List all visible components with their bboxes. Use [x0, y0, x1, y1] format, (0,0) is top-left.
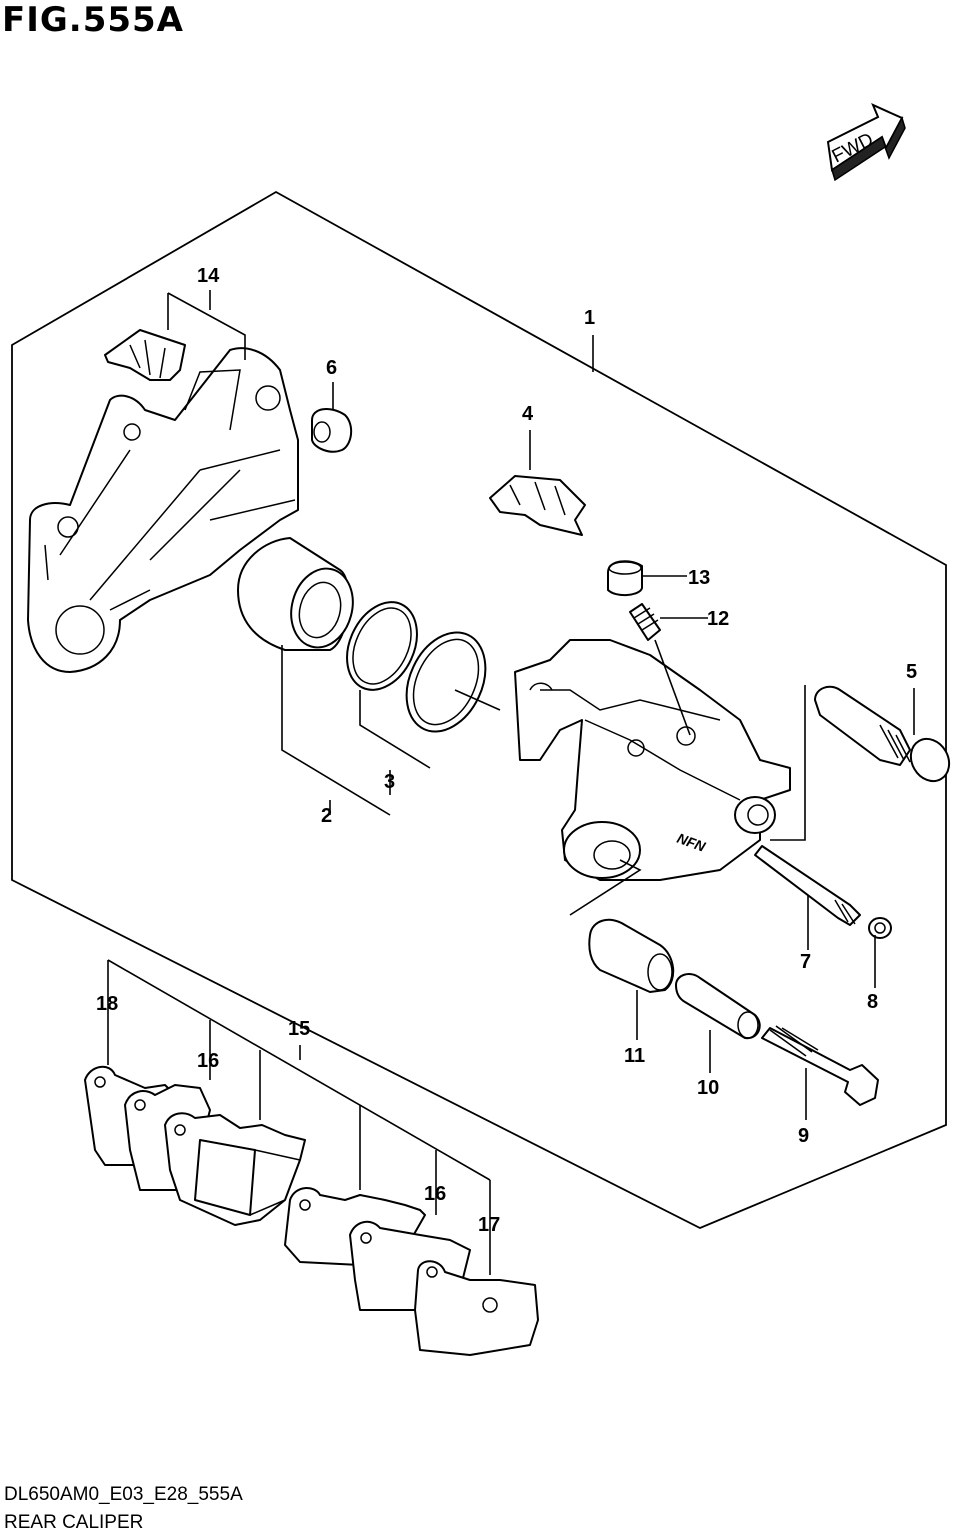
callout-3: 3	[384, 771, 395, 793]
callout-1: 1	[584, 307, 595, 329]
fwd-arrow-icon: FWD	[826, 103, 906, 182]
brake-pad-shim-17	[414, 1260, 539, 1356]
caliper-body-1: NFN	[514, 639, 791, 881]
boot-11	[588, 918, 675, 993]
callout-16b: 16	[424, 1183, 446, 1205]
bolt-9	[761, 1025, 879, 1106]
sleeve-10	[675, 973, 761, 1040]
callout-2: 2	[321, 805, 332, 827]
callout-17: 17	[478, 1214, 500, 1236]
piston-2	[237, 537, 354, 651]
brake-pad-15a	[164, 1112, 306, 1226]
callout-14: 14	[197, 265, 220, 287]
callout-13: 13	[688, 567, 710, 589]
callout-9: 9	[798, 1125, 809, 1147]
assembly-boundary	[11, 190, 947, 1229]
bleeder-valve-12	[629, 603, 661, 641]
callout-15: 15	[288, 1018, 310, 1040]
callout-8: 8	[867, 991, 878, 1013]
callout-6: 6	[326, 357, 337, 379]
plug-8	[868, 917, 892, 939]
figure-title: FIG.555A	[2, 0, 184, 40]
callout-18: 18	[96, 993, 118, 1015]
pad-spring-clip	[104, 329, 186, 381]
callout-10: 10	[697, 1077, 719, 1099]
slide-pin-5	[814, 685, 951, 783]
callout-5: 5	[906, 661, 917, 683]
callout-4: 4	[522, 403, 534, 425]
model-code: DL650AM0_E03_E28_555A	[4, 1484, 243, 1505]
diagram-caption: REAR CALIPER	[4, 1512, 144, 1533]
boot-6	[311, 408, 353, 453]
seal-3a	[346, 601, 418, 691]
caliper-bracket	[27, 347, 299, 673]
seal-3b	[405, 631, 487, 733]
pad-spring-4	[489, 475, 586, 536]
callout-11: 11	[624, 1045, 645, 1067]
callout-16a: 16	[197, 1050, 219, 1072]
callout-12: 12	[707, 608, 729, 630]
callout-labels: 1 2 3 4 5 6 7 8 9 10 11 12 13 14 15 16 1…	[96, 265, 917, 1236]
callout-7: 7	[800, 951, 811, 973]
pad-pin-7	[754, 845, 861, 926]
leader-lines	[107, 290, 915, 1275]
bleeder-cap-13	[607, 560, 643, 596]
